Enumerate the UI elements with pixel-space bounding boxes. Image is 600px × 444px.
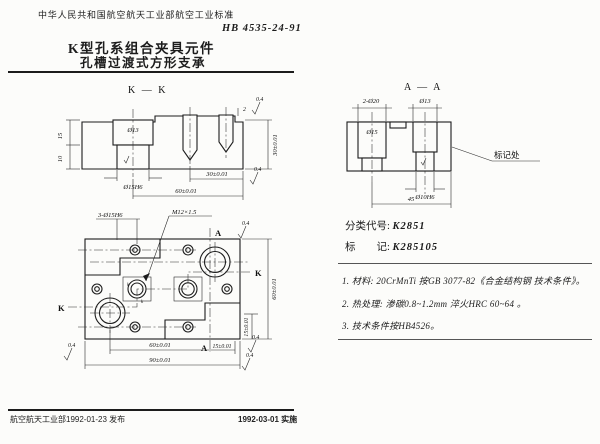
kk-roughness-right-value: 0.4	[254, 166, 261, 173]
plan-section-line-k	[68, 271, 252, 308]
plan-thread-leader-arrow	[143, 273, 150, 281]
plan-dim-b15: 15±0.01	[212, 344, 231, 350]
doc-title-line1: K型孔系组合夹具元件	[68, 41, 216, 56]
standard-org-title: 中华人民共和国航空航天工业部航空工业标准	[38, 10, 235, 20]
aa-marking-leader	[451, 146, 540, 162]
kk-dim-depth15: 15	[57, 132, 64, 139]
kk-dim-30: 30±0.01	[205, 171, 227, 178]
aa-roughness-hole-icon	[420, 157, 427, 166]
plan-step-topleft	[85, 239, 161, 276]
plan-dim-r60: 60±0.01	[271, 278, 278, 299]
plan-roughness-bottomleft-icon: 0.4	[63, 342, 75, 361]
aa-top-notch	[389, 121, 407, 129]
class-code-row: 分类代号: K2851	[345, 218, 426, 233]
plan-roughness-bottomright1-icon: 0.4	[247, 334, 259, 353]
aa-dim-45: 45	[408, 196, 415, 203]
aa-dim-cbore20: 2-Ø20	[363, 98, 380, 105]
plan-cbore-hole-bl-inner	[98, 301, 122, 325]
notes-bottom-rule	[338, 339, 592, 340]
plan-a-arrow-bottom: A	[201, 343, 208, 353]
plan-dim-b90: 90±0.01	[149, 357, 170, 364]
plan-k-jog-label2: k	[141, 300, 144, 305]
plan-roughness-bottomright1-value: 0.4	[252, 334, 259, 341]
plan-view: K K k k A A 3-Ø15H6 M12×1.5 60±0.01	[58, 209, 278, 371]
header-rule	[8, 71, 294, 73]
marking-row: 标 记: K285105	[345, 239, 438, 254]
plan-step-bottomright	[164, 302, 240, 339]
aa-section-view: A — A 2-Ø20 Ø13 Ø15	[346, 82, 540, 208]
kk-dim-step2: 2	[243, 107, 246, 113]
class-code-label: 分类代号:	[345, 221, 390, 232]
plan-holes-label: 3-Ø15H6	[97, 212, 123, 219]
kk-dim-60: 60±0.01	[175, 188, 196, 195]
note-heat-treatment: 2. 热处理: 渗碳0.8~1.2mm 淬火HRC 60~64 。	[342, 299, 527, 309]
plan-roughness-bottomright2-value: 0.4	[246, 352, 253, 359]
kk-roughness-hole-icon	[123, 155, 130, 164]
standard-number: HB 4535-24-91	[222, 23, 302, 34]
plan-roughness-topright-value: 0.4	[242, 220, 249, 227]
note-tech-conditions: 3. 技术条件按HB4526。	[342, 321, 440, 331]
doc-title-line2: 孔槽过渡式方形支承	[80, 56, 207, 70]
kk-dim-depth10: 10	[57, 155, 64, 162]
aa-marking-note: 标记处	[494, 150, 520, 160]
aa-view-label: A — A	[404, 82, 442, 93]
kk-middle-slot	[182, 114, 198, 161]
kk-roughness-right-icon: 0.4	[249, 166, 261, 185]
kk-dim-height30: 30±0.01	[272, 134, 279, 156]
plan-k-arrow-left: K	[58, 303, 65, 313]
plan-dim-r15: 15±0.01	[244, 317, 250, 336]
marking-value: K285105	[392, 242, 439, 253]
aa-dim-dia15: Ø15	[365, 129, 378, 136]
kk-section-view: K — K 15 10 Ø13	[57, 85, 279, 200]
note-material: 1. 材料: 20CrMnTi 按GB 3077-82《合金结构钢 技术条件》。	[342, 276, 586, 286]
plan-thread-label: M12×1.5	[171, 209, 197, 216]
footer-implement-date: 1992-03-01 实施	[238, 415, 298, 424]
kk-right-hole	[218, 114, 234, 153]
plan-roughness-bottomright2-icon: 0.4	[241, 352, 253, 371]
marking-label: 标 记:	[345, 242, 390, 253]
plan-a-arrow-top: A	[215, 228, 222, 238]
plan-k-jog-label1: k	[127, 283, 130, 288]
footer-issue-date: 航空航天工业部1992-01-23 发布	[10, 415, 126, 424]
plan-thread-leader	[145, 215, 170, 282]
plan-dim-b60: 60±0.01	[149, 342, 170, 349]
plan-k-arrow-right: K	[255, 268, 262, 278]
kk-roughness-top-value: 0.4	[256, 96, 263, 103]
footer-rule	[8, 409, 294, 411]
plan-roughness-topright-icon: 0.4	[237, 220, 249, 239]
kk-roughness-top-icon: 0.4	[251, 96, 263, 115]
aa-dim-dia10h6: Ø10H6	[414, 194, 435, 201]
notes-top-rule	[338, 263, 592, 264]
aa-dim-dia13: Ø13	[418, 98, 431, 105]
class-code-value: K2851	[392, 221, 426, 232]
kk-dim-dia13: Ø13	[126, 127, 139, 134]
kk-view-label: K — K	[128, 85, 167, 96]
plan-roughness-bottomleft-value: 0.4	[68, 342, 75, 349]
